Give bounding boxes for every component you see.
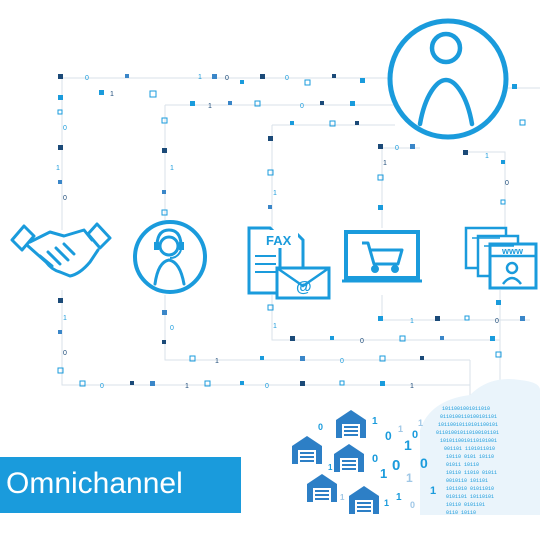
- svg-text:0: 0: [300, 103, 304, 110]
- web-pages-icon: www: [464, 226, 538, 290]
- svg-text:0: 0: [63, 195, 67, 202]
- warehouse-icon: [307, 474, 337, 502]
- svg-text:0: 0: [318, 422, 323, 432]
- svg-text:1: 1: [185, 383, 189, 390]
- svg-text:1011010 01011010: 1011010 01011010: [446, 486, 494, 492]
- svg-text:1: 1: [110, 91, 114, 98]
- svg-text:10110 0101 10110: 10110 0101 10110: [446, 454, 494, 460]
- fax-and-email-icon: FAX @: [247, 226, 331, 300]
- binary-dots: 0 1 1 0 0 0 1 0 1 1 0 1: [56, 74, 526, 390]
- svg-text:001101 1101011010: 001101 1101011010: [444, 446, 495, 452]
- svg-text:1011001001011010: 1011001001011010: [442, 406, 490, 412]
- svg-text:1: 1: [404, 437, 412, 453]
- svg-text:0: 0: [360, 338, 364, 345]
- warehouse-icon: [292, 436, 322, 464]
- svg-text:0: 0: [412, 429, 418, 441]
- shopping-cart-screen-icon: [342, 230, 422, 283]
- svg-text:0: 0: [385, 429, 392, 443]
- svg-text:1: 1: [208, 103, 212, 110]
- svg-text:1: 1: [418, 418, 423, 428]
- svg-text:0: 0: [505, 180, 509, 187]
- banner-title: Omnichannel: [6, 467, 183, 500]
- svg-text:1: 1: [485, 153, 489, 160]
- svg-text:1: 1: [56, 165, 60, 172]
- svg-text:1: 1: [328, 463, 333, 472]
- fax-label: FAX: [266, 233, 292, 248]
- email-at-symbol: @: [296, 279, 312, 296]
- svg-text:0: 0: [340, 358, 344, 365]
- svg-text:0: 0: [170, 325, 174, 332]
- svg-text:1: 1: [410, 383, 414, 390]
- svg-text:0: 0: [420, 455, 428, 471]
- svg-text:1: 1: [396, 492, 402, 503]
- svg-text:1: 1: [380, 466, 387, 481]
- svg-text:10110010110101100101: 10110010110101100101: [438, 422, 498, 428]
- svg-text:1: 1: [198, 74, 202, 81]
- svg-text:1010110010110101001: 1010110010110101001: [440, 438, 497, 444]
- svg-text:1: 1: [410, 318, 414, 325]
- person-circle-icon: [387, 18, 509, 140]
- svg-text:10110 11010 01011: 10110 11010 01011: [446, 470, 497, 476]
- svg-text:0: 0: [85, 75, 89, 82]
- svg-text:1: 1: [273, 190, 277, 197]
- svg-text:0: 0: [225, 75, 229, 82]
- binary-data-cloud: 1011001001011010 0110100110100101101 101…: [420, 379, 540, 516]
- svg-text:1: 1: [398, 424, 403, 434]
- svg-text:0: 0: [285, 75, 289, 82]
- svg-text:1: 1: [170, 165, 174, 172]
- svg-text:1: 1: [340, 493, 345, 502]
- svg-text:0110100110100101101: 0110100110100101101: [440, 414, 497, 420]
- svg-text:1: 1: [215, 358, 219, 365]
- handshake-icon: [10, 222, 112, 278]
- svg-text:01011 10110: 01011 10110: [446, 462, 479, 468]
- svg-text:0010110 101101: 0010110 101101: [446, 478, 488, 484]
- svg-text:1: 1: [372, 416, 378, 427]
- svg-text:0: 0: [410, 500, 415, 510]
- svg-text:1: 1: [273, 323, 277, 330]
- svg-text:1: 1: [384, 498, 389, 508]
- svg-text:0110 10110: 0110 10110: [446, 510, 476, 516]
- svg-text:0: 0: [265, 383, 269, 390]
- svg-text:1: 1: [63, 315, 67, 322]
- omnichannel-banner: Omnichannel: [0, 457, 241, 513]
- warehouse-icon: [334, 444, 364, 472]
- headset-agent-icon: [133, 220, 207, 294]
- svg-text:0: 0: [100, 383, 104, 390]
- binary-stream: 0 1 0 1 1 0 1 0 1 0 1 0 1 1 0 1 1 1: [318, 416, 436, 510]
- svg-text:0: 0: [63, 350, 67, 357]
- svg-text:0: 0: [392, 457, 400, 474]
- svg-text:0101101 10110101: 0101101 10110101: [446, 494, 494, 500]
- warehouse-icon: [336, 410, 366, 438]
- www-label: www: [501, 246, 524, 256]
- warehouse-icons: [292, 410, 379, 514]
- svg-text:011010010110100101101: 011010010110100101101: [436, 430, 499, 436]
- warehouse-icon: [349, 486, 379, 514]
- svg-text:10110 0101101: 10110 0101101: [446, 502, 485, 508]
- svg-text:1: 1: [430, 485, 436, 497]
- svg-text:0: 0: [395, 145, 399, 152]
- svg-text:1: 1: [383, 160, 387, 167]
- svg-text:0: 0: [495, 318, 499, 325]
- svg-text:0: 0: [372, 453, 378, 465]
- svg-text:0: 0: [63, 125, 67, 132]
- svg-text:1: 1: [406, 471, 413, 485]
